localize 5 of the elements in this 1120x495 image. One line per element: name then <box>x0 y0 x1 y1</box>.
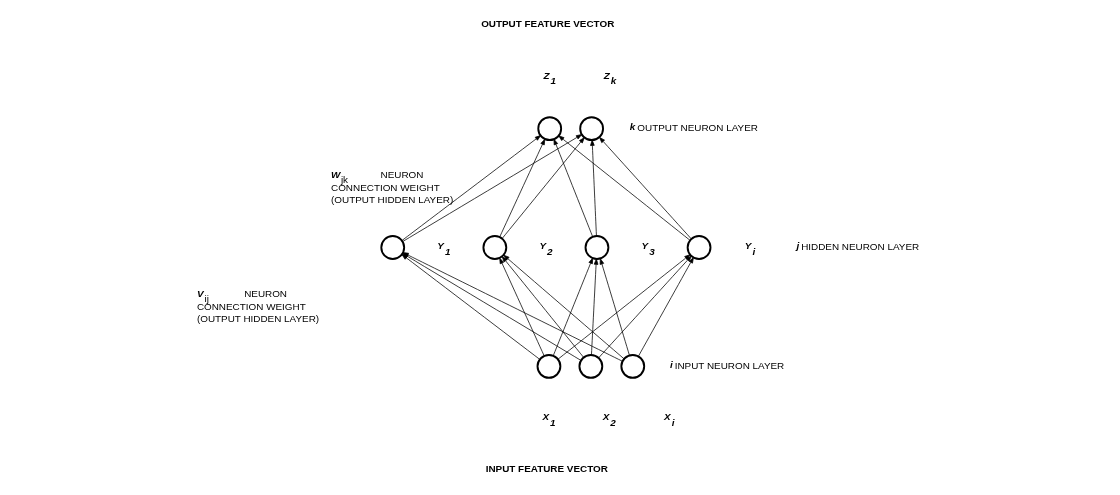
label: OUTPUT FEATURE VECTOR <box>481 17 615 29</box>
label: k OUTPUT NEURON LAYER <box>629 121 758 134</box>
label: j HIDDEN NEURON LAYER <box>796 240 920 253</box>
label: i INPUT NEURON LAYER <box>670 359 785 371</box>
label: INPUT FEATURE VECTOR <box>485 462 608 474</box>
